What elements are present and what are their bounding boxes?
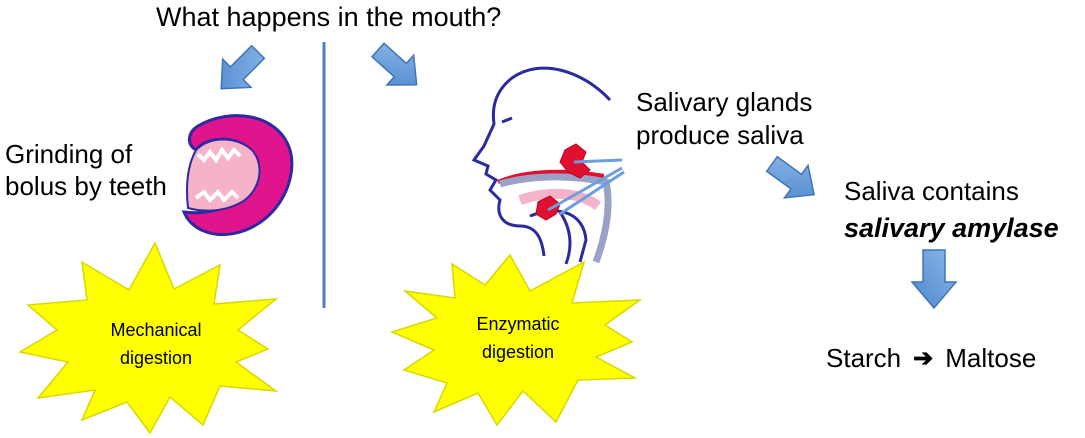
starburst-icon	[389, 253, 643, 427]
mechanical-burst-label: Mechanical digestion	[76, 316, 236, 372]
arrow-icon	[220, 44, 266, 90]
mechanical-caption-line2: bolus by teeth	[5, 171, 167, 201]
reaction-to: Maltose	[945, 343, 1037, 373]
arrow-icon	[910, 249, 958, 310]
arrow-icon	[765, 155, 815, 199]
head-profile-icon	[471, 66, 625, 265]
mouth-icon	[181, 114, 294, 237]
mechanical-burst-line1: Mechanical	[110, 320, 202, 340]
reaction-equation: Starch ➔ Maltose	[826, 343, 1036, 374]
arrow-icon	[370, 42, 418, 86]
saliva-caption: Saliva contains salivary amylase	[844, 173, 1084, 247]
starburst-icon	[17, 241, 279, 435]
page-title: What happens in the mouth?	[156, 2, 502, 32]
mechanical-caption: Grinding of bolus by teeth	[5, 138, 205, 202]
enzymatic-burst-line2: digestion	[481, 342, 555, 362]
saliva-line2-enzyme: salivary amylase	[844, 213, 1059, 243]
mechanical-burst-line2: digestion	[119, 348, 193, 368]
salivary-glands-caption: Salivary glands produce saliva	[636, 86, 876, 152]
glands-line2: produce saliva	[636, 120, 804, 150]
enzymatic-burst-line1: Enzymatic	[476, 314, 560, 334]
saliva-line1: Saliva contains	[844, 176, 1019, 206]
reaction-arrow-icon: ➔	[913, 345, 934, 372]
mechanical-caption-line1: Grinding of	[5, 139, 133, 169]
enzymatic-burst-label: Enzymatic digestion	[438, 310, 598, 366]
glands-line1: Salivary glands	[636, 87, 813, 117]
reaction-from: Starch	[826, 343, 902, 373]
